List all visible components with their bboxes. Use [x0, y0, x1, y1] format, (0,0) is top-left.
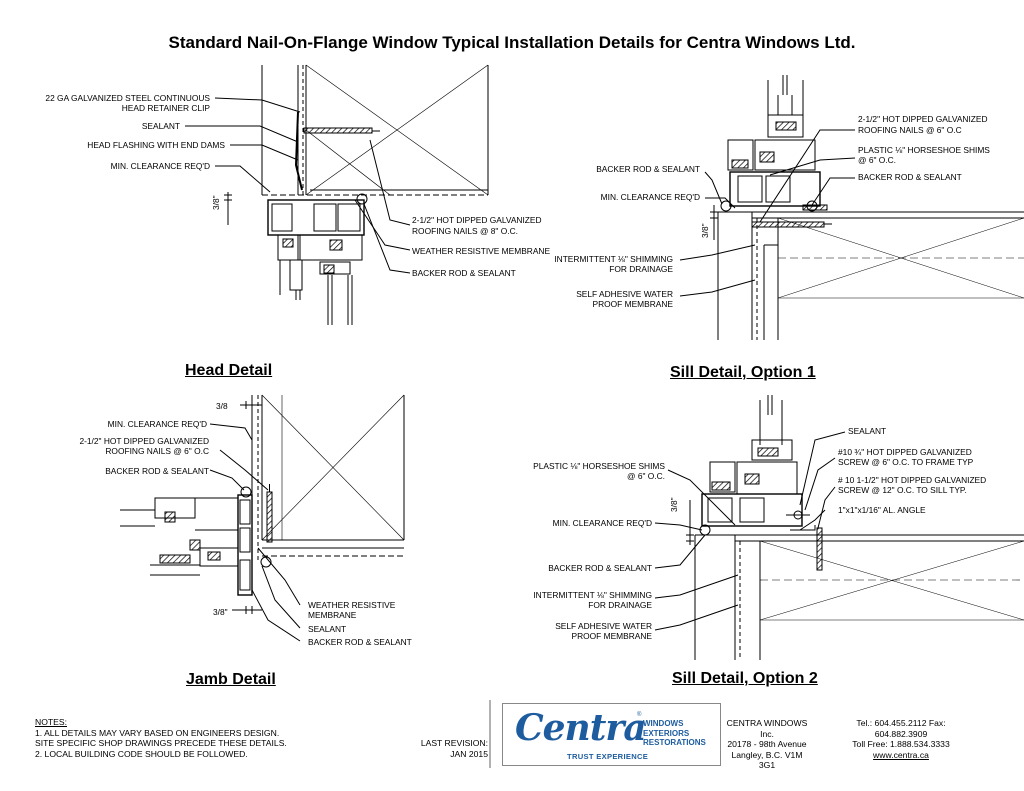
- revision-block: LAST REVISION: JAN 2015: [420, 738, 488, 759]
- revision-date: JAN 2015: [450, 748, 488, 759]
- logo-word-restorations: RESTORATIONS: [643, 738, 706, 747]
- sill1-label-shims-2: @ 6" O.C.: [858, 155, 897, 165]
- sill1-label-clearance: MIN. CLEARANCE REQ'D: [600, 192, 700, 202]
- sill2-label-shimming-1: INTERMITTENT ⅛" SHIMMING: [533, 590, 652, 600]
- sill2-label-screw-sill-1: # 10 1-1/2" HOT DIPPED GALVANIZED: [838, 475, 987, 485]
- revision-label: LAST REVISION:: [420, 738, 488, 748]
- company-contact: Tel.: 604.455.2112 Fax: 604.882.3909 Tol…: [836, 718, 966, 760]
- head-label-clearance: MIN. CLEARANCE REQ'D: [110, 161, 210, 171]
- page-title: Standard Nail-On-Flange Window Typical I…: [168, 33, 856, 52]
- head-label-sealant: SEALANT: [141, 121, 180, 131]
- head-label-backer-rod: BACKER ROD & SEALANT: [412, 268, 516, 278]
- logo-tagline: TRUST EXPERIENCE: [567, 752, 649, 761]
- head-label-membrane: WEATHER RESISTIVE MEMBRANE: [412, 246, 551, 256]
- jamb-label-backer-rod-top: BACKER ROD & SEALANT: [105, 466, 209, 476]
- jamb-label-membrane-2: MEMBRANE: [308, 610, 357, 620]
- jamb-label-clearance: MIN. CLEARANCE REQ'D: [107, 419, 207, 429]
- note-line: 1. ALL DETAILS MAY VARY BASED ON ENGINEE…: [35, 727, 280, 738]
- head-label-nails-2: ROOFING NAILS @ 8" O.C.: [412, 226, 518, 236]
- jamb-dimension-top: 3/8: [216, 401, 228, 411]
- contact-tollfree: Toll Free: 1.888.534.3333: [852, 739, 950, 749]
- head-label-clip-1: 22 GA GALVANIZED STEEL CONTINUOUS: [45, 93, 210, 103]
- jamb-label-nails-1: 2-1/2" HOT DIPPED GALVANIZED: [79, 436, 209, 446]
- sill2-label-membrane-1: SELF ADHESIVE WATER: [555, 621, 652, 631]
- notes-block: NOTES: 1. ALL DETAILS MAY VARY BASED ON …: [35, 717, 287, 759]
- sill2-label-sealant: SEALANT: [848, 426, 887, 436]
- sill2-label-membrane-2: PROOF MEMBRANE: [571, 631, 653, 641]
- notes-heading: NOTES:: [35, 717, 67, 727]
- sill2-detail-title: Sill Detail, Option 2: [672, 670, 818, 687]
- sill1-label-membrane-2: PROOF MEMBRANE: [592, 299, 674, 309]
- sill1-label-shimming-1: INTERMITTENT ⅛" SHIMMING: [554, 254, 673, 264]
- head-label-nails-1: 2-1/2" HOT DIPPED GALVANIZED: [412, 215, 542, 225]
- jamb-dimension-bottom: 3/8": [213, 607, 228, 617]
- head-dimension: 3/8": [211, 195, 221, 210]
- note-line: SITE SPECIFIC SHOP DRAWINGS PRECEDE THES…: [35, 738, 287, 748]
- sill1-label-nails-2: ROOFING NAILS @ 6" O.C: [858, 125, 962, 135]
- contact-website-link[interactable]: www.centra.ca: [873, 749, 929, 760]
- logo-words: WINDOWS EXTERIORS RESTORATIONS: [643, 719, 706, 748]
- sill1-label-backer-rod-right: BACKER ROD & SEALANT: [858, 172, 962, 182]
- sill2-label-screw-frame-1: #10 ¾" HOT DIPPED GALVANIZED: [838, 447, 972, 457]
- sill1-dimension: 3/8": [700, 223, 710, 238]
- sill2-label-clearance: MIN. CLEARANCE REQ'D: [552, 518, 652, 528]
- sill2-label-shims-2: @ 6" O.C.: [626, 471, 665, 481]
- sill2-label-backer-rod: BACKER ROD & SEALANT: [548, 563, 652, 573]
- jamb-label-backer-rod-bottom: BACKER ROD & SEALANT: [308, 637, 412, 647]
- logo-word-windows: WINDOWS: [643, 719, 684, 728]
- head-label-clip-2: HEAD RETAINER CLIP: [121, 103, 210, 113]
- sill2-label-angle: 1"x1"x1/16" AL. ANGLE: [838, 505, 926, 515]
- company-name: CENTRA WINDOWS Inc.: [726, 718, 808, 739]
- logo-trademark: ®: [637, 712, 642, 718]
- sill1-detail-title: Sill Detail, Option 1: [670, 364, 816, 381]
- head-detail-title: Head Detail: [185, 362, 273, 379]
- jamb-label-sealant: SEALANT: [308, 624, 347, 634]
- jamb-detail-drawing: [120, 394, 405, 642]
- company-address: CENTRA WINDOWS Inc. 20178 - 98th Avenue …: [723, 718, 811, 771]
- jamb-detail-title: Jamb Detail: [186, 671, 276, 688]
- head-label-flashing: HEAD FLASHING WITH END DAMS: [87, 140, 225, 150]
- logo-word-exteriors: EXTERIORS: [643, 728, 690, 738]
- sill1-label-shimming-2: FOR DRAINAGE: [609, 264, 673, 274]
- sill2-label-shimming-2: FOR DRAINAGE: [588, 600, 652, 610]
- sill1-label-shims-1: PLASTIC ⅛" HORSESHOE SHIMS: [858, 145, 990, 155]
- company-street: 20178 - 98th Avenue: [727, 739, 807, 749]
- contact-phone: Tel.: 604.455.2112 Fax: 604.882.3909: [856, 718, 946, 739]
- sill1-label-nails-1: 2-1/2" HOT DIPPED GALVANIZED: [858, 114, 988, 124]
- jamb-label-membrane-1: WEATHER RESISTIVE: [308, 600, 396, 610]
- sill1-label-membrane-1: SELF ADHESIVE WATER: [576, 289, 673, 299]
- jamb-label-nails-2: ROOFING NAILS @ 6" O.C: [105, 446, 209, 456]
- centra-logo: Centra ® WINDOWS EXTERIORS RESTORATIONS …: [502, 703, 721, 766]
- sill1-label-backer-rod-left: BACKER ROD & SEALANT: [596, 164, 700, 174]
- head-detail-drawing: [185, 64, 489, 325]
- sill2-dimension: 3/8": [669, 497, 679, 512]
- logo-brand: Centra: [515, 707, 647, 749]
- sill2-label-screw-sill-2: SCREW @ 12" O.C. TO SILL TYP.: [838, 485, 967, 495]
- sill-detail-2-drawing: [654, 395, 1024, 660]
- sill2-label-screw-frame-2: SCREW @ 6" O.C. TO FRAME TYP: [838, 457, 974, 467]
- sill2-label-shims-1: PLASTIC ⅛" HORSESHOE SHIMS: [533, 461, 665, 471]
- note-line: 2. LOCAL BUILDING CODE SHOULD BE FOLLOWE…: [35, 748, 248, 759]
- sill-detail-1-drawing: [679, 75, 1024, 340]
- company-city: Langley, B.C. V1M 3G1: [731, 749, 803, 771]
